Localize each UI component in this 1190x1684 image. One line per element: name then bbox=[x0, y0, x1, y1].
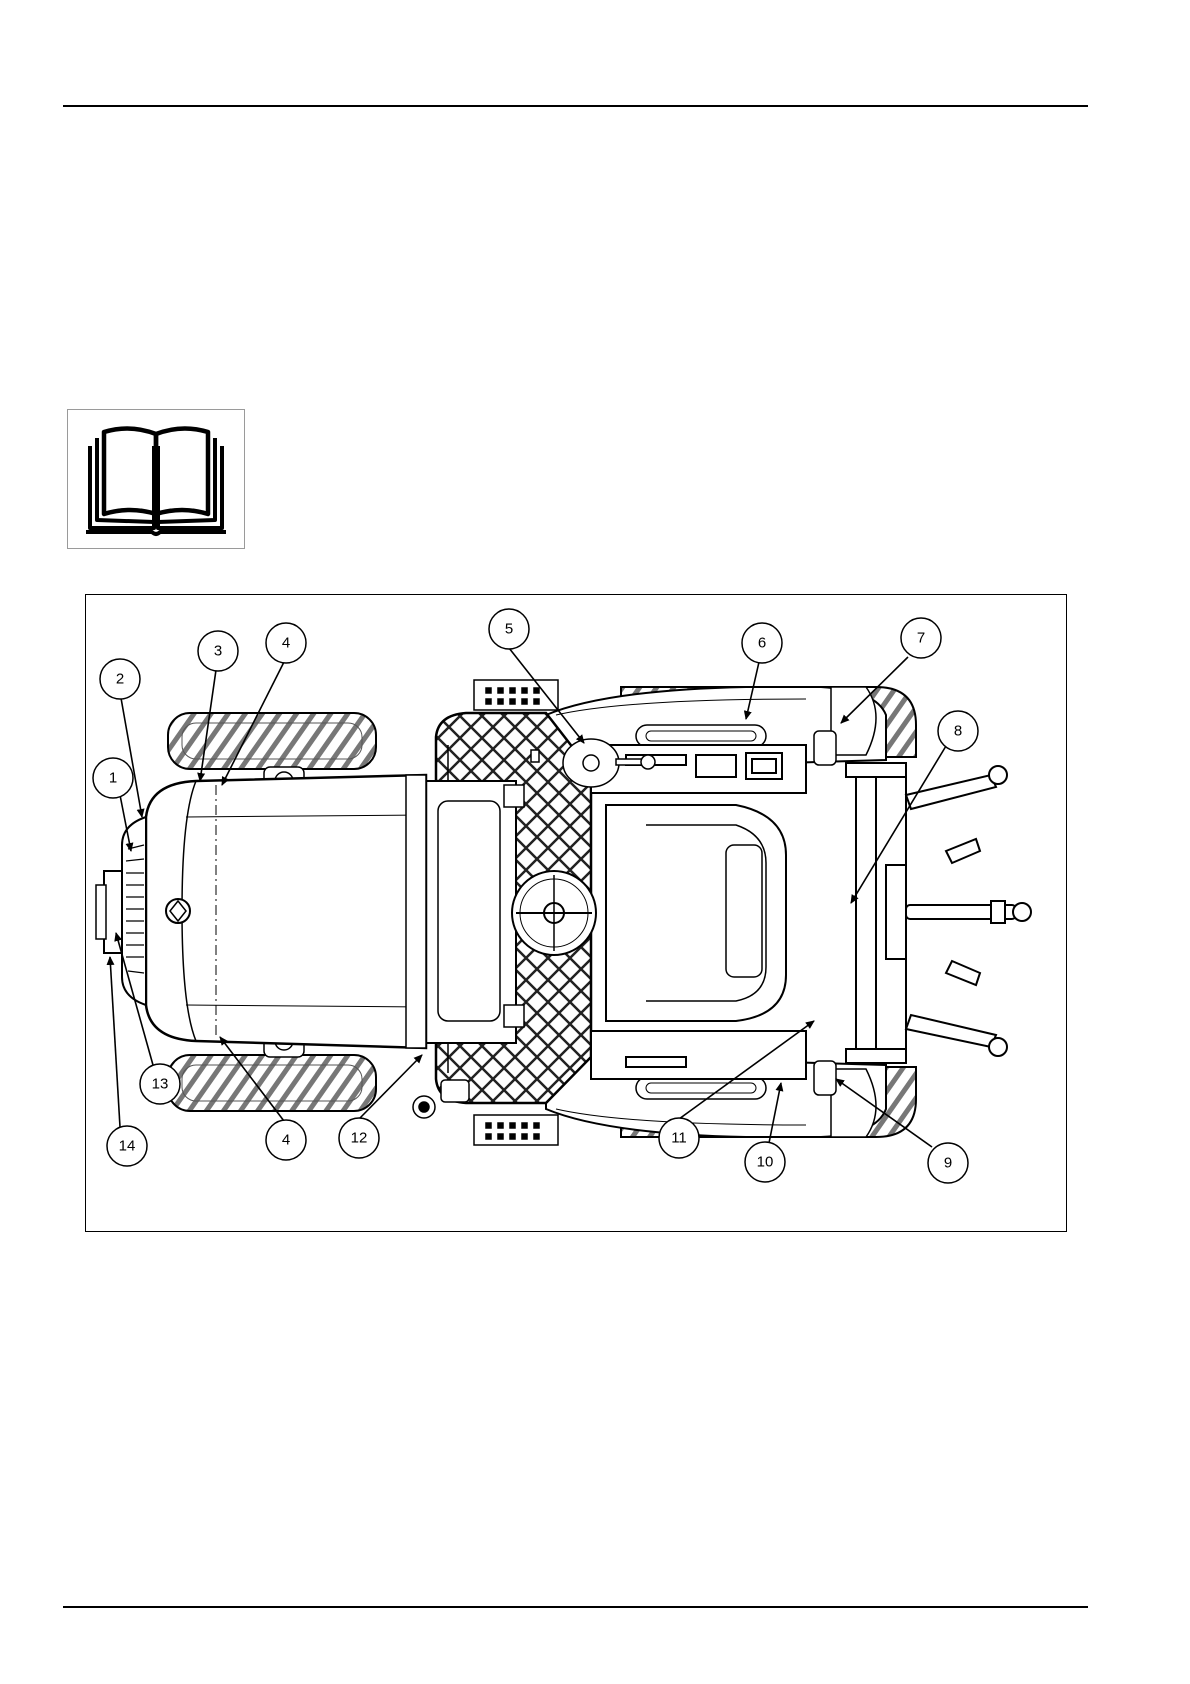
svg-text:7: 7 bbox=[917, 630, 925, 647]
tractor-top-view-drawing: 1 2 3 4 4 5 6 bbox=[86, 595, 1067, 1232]
svg-text:4: 4 bbox=[282, 635, 290, 652]
callout-12: 12 bbox=[339, 1118, 379, 1158]
callout-7: 7 bbox=[901, 618, 941, 658]
header-rule bbox=[63, 105, 1088, 107]
callout-11: 11 bbox=[659, 1118, 699, 1158]
footer-rule bbox=[63, 1606, 1088, 1608]
callout-1: 1 bbox=[93, 758, 133, 798]
operator-seat bbox=[606, 805, 786, 1021]
callout-6: 6 bbox=[742, 623, 782, 663]
front-right-tyre bbox=[168, 1055, 376, 1111]
svg-text:3: 3 bbox=[214, 643, 222, 660]
svg-text:8: 8 bbox=[954, 723, 962, 740]
callout-3: 3 bbox=[198, 631, 238, 671]
callout-14: 14 bbox=[107, 1126, 147, 1166]
front-left-tyre bbox=[168, 713, 376, 769]
callout-13: 13 bbox=[140, 1064, 180, 1104]
svg-text:5: 5 bbox=[505, 621, 513, 638]
svg-text:13: 13 bbox=[152, 1076, 169, 1093]
callout-5: 5 bbox=[489, 609, 529, 649]
tractor-top-view-figure: 1 2 3 4 4 5 6 bbox=[85, 594, 1067, 1232]
svg-text:10: 10 bbox=[757, 1154, 774, 1171]
svg-text:2: 2 bbox=[116, 671, 124, 688]
manual-notice-box bbox=[67, 409, 245, 549]
callout-4-top: 4 bbox=[266, 623, 306, 663]
svg-text:4: 4 bbox=[282, 1132, 290, 1149]
callout-10: 10 bbox=[745, 1142, 785, 1182]
svg-text:6: 6 bbox=[758, 635, 766, 652]
callout-9: 9 bbox=[928, 1143, 968, 1183]
callout-4-bottom: 4 bbox=[266, 1120, 306, 1160]
svg-text:1: 1 bbox=[109, 770, 117, 787]
svg-text:12: 12 bbox=[351, 1130, 368, 1147]
callout-2: 2 bbox=[100, 659, 140, 699]
engine-bonnet bbox=[146, 775, 426, 1048]
front-grille bbox=[96, 817, 146, 1005]
svg-text:11: 11 bbox=[671, 1130, 687, 1147]
svg-text:14: 14 bbox=[119, 1138, 136, 1155]
svg-text:9: 9 bbox=[944, 1155, 952, 1172]
read-manual-book-icon bbox=[68, 410, 244, 548]
callout-8: 8 bbox=[938, 711, 978, 751]
